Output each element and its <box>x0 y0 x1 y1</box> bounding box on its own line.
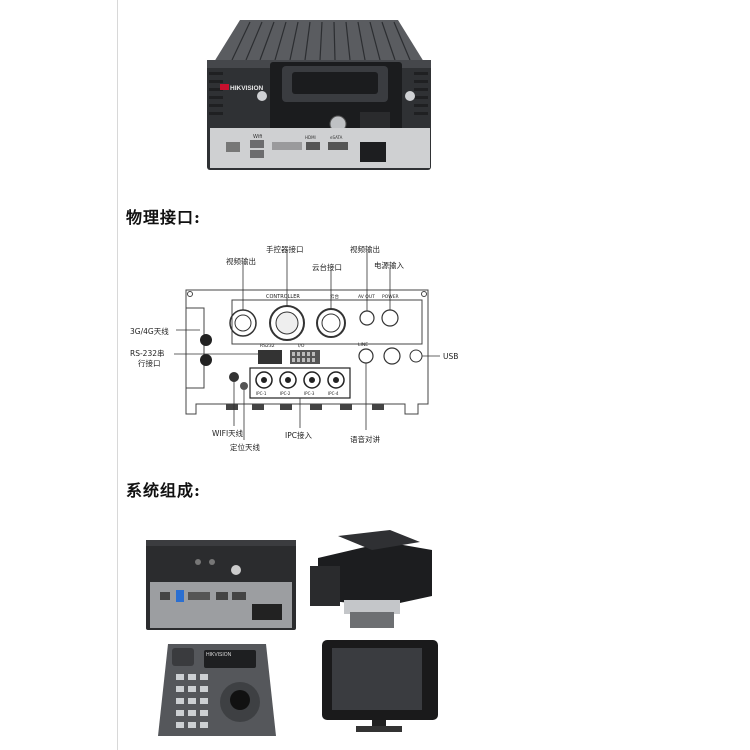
ptz-panel-text: 云台 <box>330 293 339 300</box>
ipc-in-label: IPC接入 <box>285 431 312 440</box>
rs232-label-line2: 行接口 <box>138 359 161 368</box>
hdmi-port-label: HDMI <box>305 135 316 140</box>
video-out-2-label: 视频输出 <box>350 245 380 254</box>
rear-panel-diagram: CONTROLLER POWER AV OUT 云台 RS232 I/O LIN… <box>174 251 440 440</box>
av-out-panel-text: AV OUT <box>358 294 375 300</box>
video-out-1-label: 视频输出 <box>226 257 256 266</box>
line-panel-text: LINE <box>358 342 368 348</box>
ptz-port-label: 云台接口 <box>312 263 342 272</box>
controller-panel-text: CONTROLLER <box>266 294 300 300</box>
power-in-label: 电源输入 <box>374 261 404 270</box>
system-section-title: 系统组成: <box>126 481 201 500</box>
controller-port-label: 手控器接口 <box>266 245 304 254</box>
brand-logo-text: HIKVISION <box>230 85 264 92</box>
page-divider-line <box>117 0 118 750</box>
interfaces-section-title: 物理接口: <box>126 208 201 227</box>
rs232-label-line1: RS-232串 <box>130 349 165 358</box>
rs232-panel-text: RS232 <box>260 343 275 349</box>
power-panel-text: POWER <box>382 294 399 300</box>
io-panel-text: I/O <box>298 343 305 349</box>
ipc2-panel-text: IPC-2 <box>280 391 291 396</box>
dvr-product-image: HIKVISION Wifi HDMI eSATA <box>207 20 431 170</box>
wifi-antenna-label: WIFI天线 <box>212 429 244 438</box>
esata-port-label: eSATA <box>330 135 343 140</box>
usb-label: USB <box>443 352 459 361</box>
system-components-image: HIKVISION <box>146 530 438 736</box>
wifi-port-label: Wifi <box>253 134 262 140</box>
gps-antenna-label: 定位天线 <box>230 443 260 452</box>
antenna-3g4g-label: 3G/4G天线 <box>130 327 169 336</box>
ipc1-panel-text: IPC-1 <box>256 391 267 396</box>
ipc4-panel-text: IPC-4 <box>328 391 339 396</box>
keyboard-logo-text: HIKVISION <box>206 652 232 658</box>
voice-intercom-label: 语音对讲 <box>350 435 380 444</box>
ipc3-panel-text: IPC-3 <box>304 391 315 396</box>
